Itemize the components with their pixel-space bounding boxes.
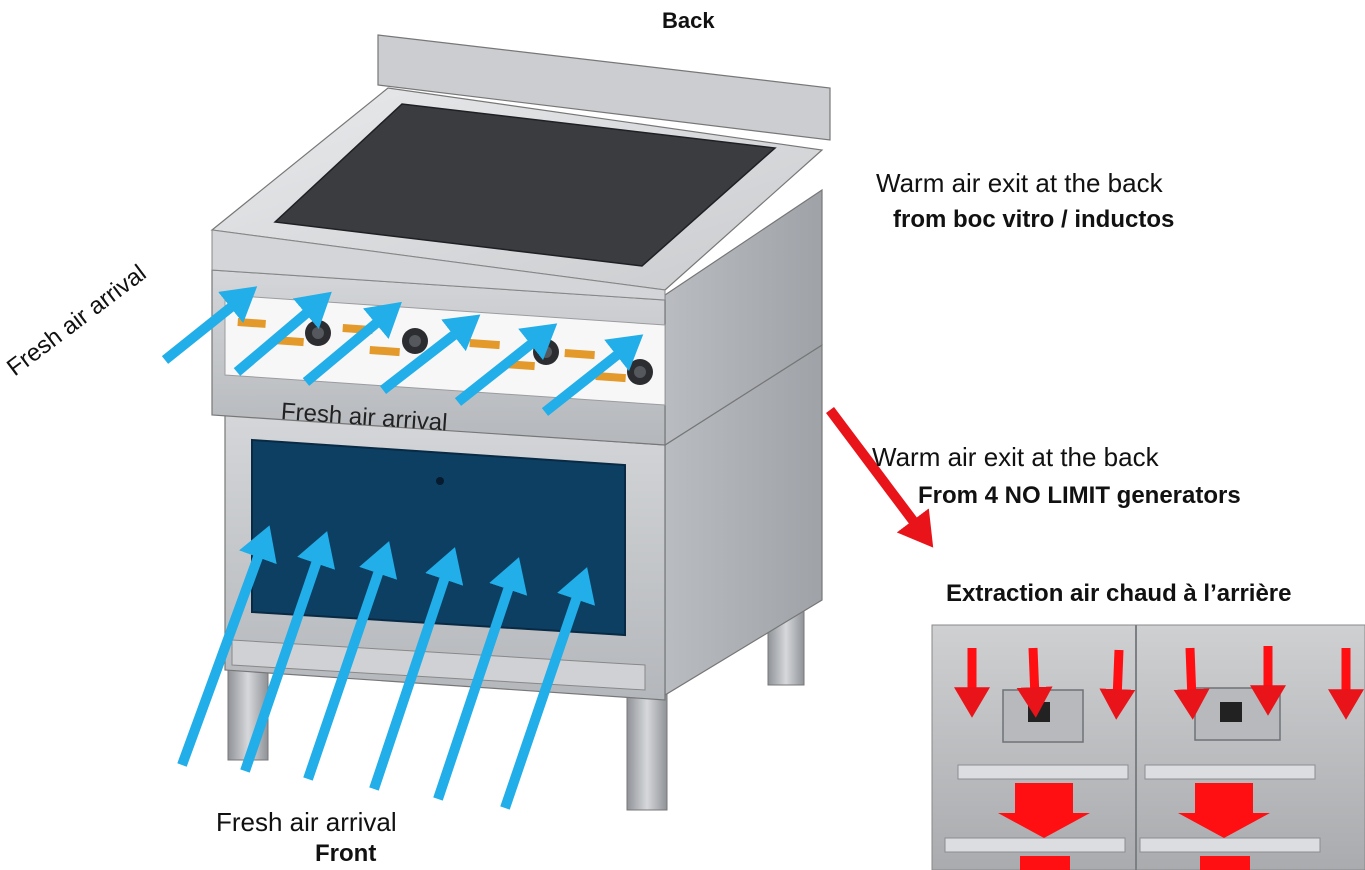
fresh-air-arrows-lower	[177, 525, 596, 810]
label-fresh-air-bottom: Fresh air arrival	[216, 807, 397, 837]
door-knob	[436, 477, 444, 485]
label-extraction-title: Extraction air chaud à l’arrière	[946, 580, 1292, 607]
photo-down-arrows	[954, 646, 1364, 720]
top-front-edge	[211, 229, 666, 301]
backsplash	[377, 34, 831, 141]
label-back: Back	[662, 8, 715, 33]
photo-block-arrow-right	[1178, 783, 1270, 870]
label-warm-air-top-line2: from boc vitro / inductos	[893, 206, 1175, 233]
label-warm-air-top-line1: Warm air exit at the back	[876, 168, 1163, 198]
label-warm-air-mid-line2: From 4 NO LIMIT generators	[918, 482, 1241, 509]
extraction-photo	[931, 624, 1365, 870]
leg-front-right	[626, 689, 668, 811]
photo-block-arrow-left	[998, 783, 1090, 870]
label-front: Front	[315, 840, 377, 867]
label-warm-air-mid-line1: Warm air exit at the back	[872, 442, 1159, 472]
hob-glass	[273, 103, 777, 267]
cabinet-bottom-rail	[231, 639, 646, 691]
warm-air-exit-arrow	[826, 407, 934, 548]
fresh-air-arrows-upper	[161, 286, 644, 416]
